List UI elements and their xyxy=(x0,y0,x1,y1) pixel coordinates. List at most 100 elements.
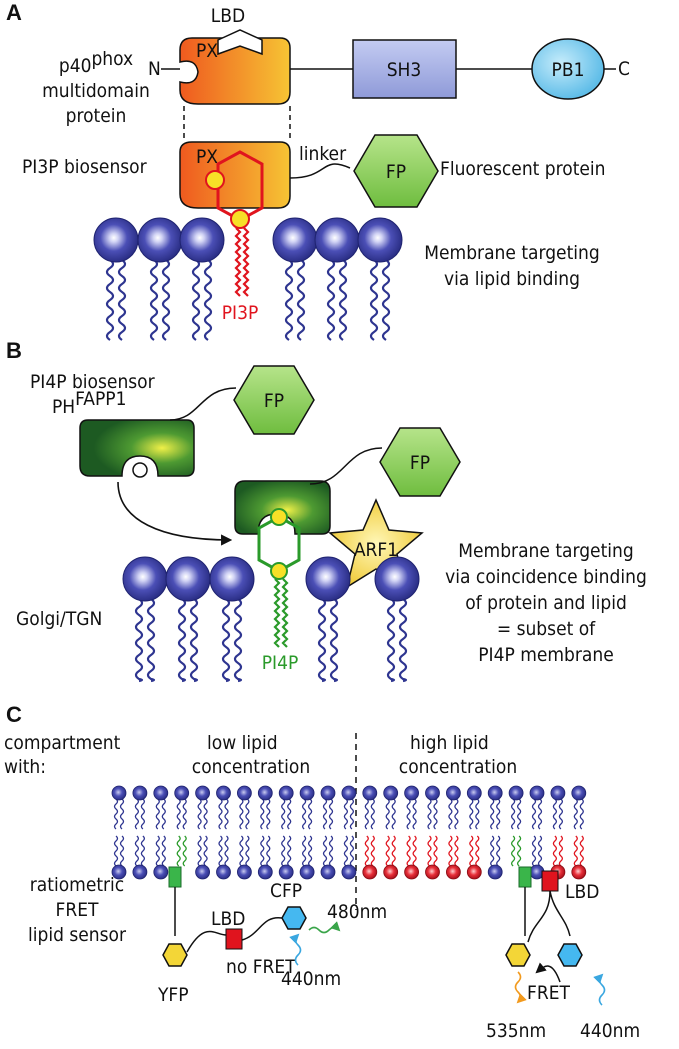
fp-label-a: FP xyxy=(386,161,406,183)
lbd-label: LBD xyxy=(211,5,245,27)
compartment-label-2: with: xyxy=(4,756,46,778)
pi4p-lipid xyxy=(257,508,301,648)
pb1-domain xyxy=(531,38,605,100)
coincidence-text-2: via coincidence binding xyxy=(445,566,647,588)
bilayer-top-lipid xyxy=(111,785,127,830)
membrane-a-lipid xyxy=(272,217,318,341)
protein-name-line1: p40phox xyxy=(59,48,133,77)
membrane-b xyxy=(122,556,420,683)
fret-transfer-arrow xyxy=(535,962,561,983)
membrane-a-lipid xyxy=(179,217,225,341)
coincidence-text-5: PI4P membrane xyxy=(478,644,614,666)
ph-domain-bound xyxy=(234,480,331,535)
bilayer-bottom-lipid-red xyxy=(466,835,482,880)
linker-label: linker xyxy=(299,143,347,165)
bilayer-top-lipid xyxy=(466,785,482,830)
free-sensor-linker xyxy=(169,387,237,421)
anchor-right xyxy=(518,866,532,888)
linker-line xyxy=(289,163,351,179)
bilayer-top-lipid xyxy=(236,785,252,830)
binding-arrow xyxy=(117,481,233,546)
sh3-label: SH3 xyxy=(387,59,422,81)
fp-label-b2: FP xyxy=(410,452,430,474)
bilayer-top-lipid xyxy=(299,785,315,830)
pi3p-lipid xyxy=(205,150,264,297)
pi3p-biosensor-label: PI3P biosensor xyxy=(22,156,148,178)
bilayer-bottom-lipid xyxy=(236,835,252,880)
bilayer-top-lipid xyxy=(362,785,378,830)
nm-440-right-label: 440nm xyxy=(580,1020,640,1042)
bilayer-top-lipid xyxy=(404,785,420,830)
protein-name-line3: protein xyxy=(66,105,127,127)
ph-domain-free xyxy=(79,419,195,477)
membrane-b-lipid xyxy=(209,556,255,683)
n-terminus: N xyxy=(148,58,161,80)
bilayer-bottom-lipid xyxy=(132,835,148,880)
bilayer-top-lipid xyxy=(278,785,294,830)
golgi-label: Golgi/TGN xyxy=(16,608,102,630)
cfp-right xyxy=(557,943,583,967)
yfp-left xyxy=(162,943,188,967)
bound-sensor-linker xyxy=(309,447,383,485)
sh3-domain xyxy=(352,39,457,99)
fp-label-b1: FP xyxy=(264,390,284,412)
bilayer-bottom-lipid xyxy=(153,835,169,880)
bilayer-bottom-lipid-red xyxy=(445,835,461,880)
emission-535-arrow xyxy=(514,971,527,1004)
lbd-left-label: LBD xyxy=(211,908,245,930)
panel-b-letter: B xyxy=(6,338,22,363)
bilayer-top-lipid xyxy=(320,785,336,830)
fp-hexagon-b1 xyxy=(233,365,315,435)
bilayer-bottom-lipid xyxy=(278,835,294,880)
bilayer-top-lipid xyxy=(425,785,440,830)
bilayer-top-lipid xyxy=(571,785,587,830)
bilayer-top-lipid xyxy=(195,785,211,830)
bilayer-top-lipid xyxy=(529,785,545,830)
fret-label: FRET xyxy=(527,982,571,1004)
bilayer-bottom-lipid xyxy=(176,835,187,867)
low-concentration-label: concentration xyxy=(192,756,310,778)
anchor-left xyxy=(168,866,182,888)
c-terminus: C xyxy=(618,58,630,80)
bilayer-bottom-lipid-red xyxy=(362,835,378,880)
fp-hexagon-b2 xyxy=(379,427,461,497)
bilayer-top-lipid xyxy=(341,785,357,830)
membrane-b-lipid xyxy=(165,556,211,683)
high-concentration-label: concentration xyxy=(399,756,517,778)
nm-535-label: 535nm xyxy=(486,1020,546,1042)
bilayer-bottom-lipid xyxy=(320,835,336,880)
px-domain-pocket xyxy=(217,29,263,56)
nm-440-left-label: 440nm xyxy=(281,968,341,990)
coincidence-text-1: Membrane targeting xyxy=(458,540,633,562)
membrane-a xyxy=(93,217,403,341)
lbd-right-label: LBD xyxy=(565,881,599,903)
bilayer-bottom-lipid-red xyxy=(383,835,399,880)
membrane-b-lipid xyxy=(374,556,420,683)
emission-480-arrow xyxy=(308,921,341,934)
sensor-text-2: FRET xyxy=(56,899,100,921)
fluorescent-protein-label: Fluorescent protein xyxy=(440,158,606,180)
bilayer-top-lipid xyxy=(550,785,566,830)
nm-480-label: 480nm xyxy=(327,901,387,923)
bilayer-bottom-lipid xyxy=(487,835,503,880)
coincidence-text-4: = subset of xyxy=(497,618,596,640)
pb1-label: PB1 xyxy=(552,59,585,81)
yfp-right xyxy=(505,943,531,967)
protein-name-line2: multidomain xyxy=(42,80,150,102)
lbd-left xyxy=(225,928,243,950)
no-fret-label: no FRET xyxy=(226,956,296,978)
pi3p-sensor-px-label: PX xyxy=(196,146,218,168)
pi4p-label: PI4P xyxy=(262,652,299,674)
panel-a-letter: A xyxy=(6,0,22,25)
excitation-right-arrow xyxy=(593,973,606,1006)
panel-a: A LBD p40phox multidomain protein N C PX… xyxy=(6,0,630,341)
targeting-text-2: via lipid binding xyxy=(444,268,580,290)
bilayer-top-lipid xyxy=(445,785,461,830)
membrane-a-lipid xyxy=(93,217,139,341)
low-lipid-label: low lipid xyxy=(207,732,278,754)
yfp-label: YFP xyxy=(157,984,189,1006)
bilayer-bottom-lipid xyxy=(257,835,273,880)
pi4p-biosensor-label: PI4P biosensor xyxy=(30,371,156,393)
px-label: PX xyxy=(196,40,218,62)
